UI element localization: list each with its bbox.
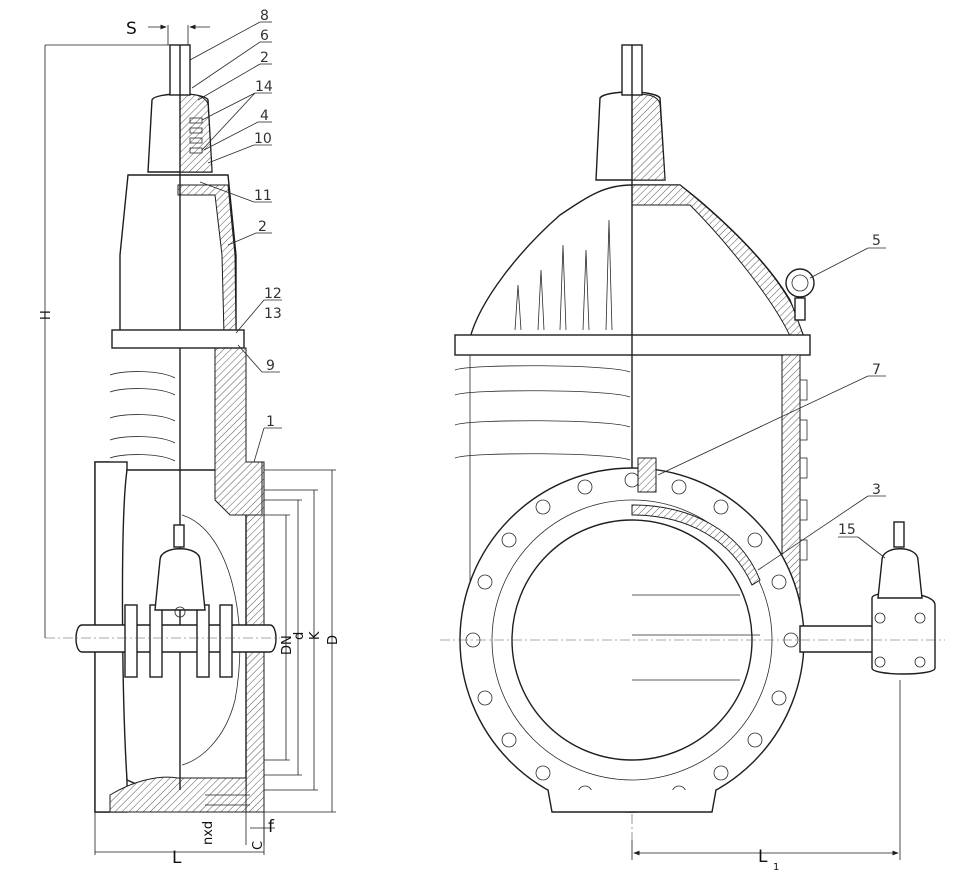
upper-body-section (214, 347, 263, 516)
support-feet (547, 789, 717, 813)
part-6: 6 (260, 28, 269, 44)
wedge-guide (631, 504, 761, 586)
part-7: 7 (872, 362, 881, 378)
dim-nxd: nxd (201, 821, 216, 845)
packing-rings (189, 117, 203, 154)
bypass-valve-center (174, 606, 186, 618)
part-2b: 2 (258, 219, 267, 235)
bypass-pipe (75, 624, 277, 653)
bypass-valve-body (154, 548, 206, 611)
part-14: 14 (255, 79, 273, 95)
dim-d-small: d (292, 632, 307, 640)
body-ribs (454, 365, 631, 461)
dim-s: S (126, 19, 137, 39)
dim-k: K (308, 631, 323, 640)
part-11: 11 (254, 188, 272, 204)
part-1: 1 (266, 414, 275, 430)
part-12: 12 (264, 286, 282, 302)
right-rib-bumps (799, 379, 808, 561)
part-4: 4 (260, 108, 269, 124)
dome-ribs (514, 219, 613, 331)
wedge-outline (181, 514, 241, 766)
lifting-eye (785, 268, 815, 298)
front-bypass-bonnet (877, 548, 923, 599)
dim-l1-sub: 1 (773, 862, 779, 873)
bonnet-flange (111, 329, 245, 349)
part-3: 3 (872, 482, 881, 498)
bypass-valve-stem (173, 524, 185, 548)
dim-d-big: D (326, 635, 341, 645)
dim-l1: L (758, 847, 768, 867)
front-bypass-valve (871, 591, 936, 675)
part-10: 10 (254, 131, 272, 147)
dim-l: L (172, 848, 182, 868)
side-view (45, 44, 280, 813)
part-13: 13 (264, 306, 282, 322)
dim-f: f (268, 817, 275, 837)
body-wall-section (109, 776, 247, 813)
side-view-dimensions: S H L DN d K D nxd C f (39, 19, 341, 868)
part-5: 5 (872, 233, 881, 249)
coil-ribs (109, 371, 176, 462)
dim-c: C (251, 841, 266, 850)
bypass-flanges (124, 604, 233, 678)
seat-block (637, 457, 657, 493)
front-view-part-labels: 5 7 3 15 (657, 233, 886, 571)
front-gland-section (631, 93, 666, 181)
part-8: 8 (260, 8, 269, 24)
part-9: 9 (266, 358, 275, 374)
front-bypass-bolts (874, 612, 926, 668)
wedge-internal (632, 594, 760, 681)
part-15: 15 (838, 522, 856, 538)
side-view-part-labels: 8 6 2 14 4 10 11 2 12 13 9 1 (189, 8, 282, 463)
part-2a: 2 (260, 50, 269, 66)
dim-dn: DN (280, 635, 295, 655)
dim-h: H (39, 310, 54, 320)
front-view (440, 44, 945, 840)
front-view-dimensions: L 1 (631, 680, 901, 873)
